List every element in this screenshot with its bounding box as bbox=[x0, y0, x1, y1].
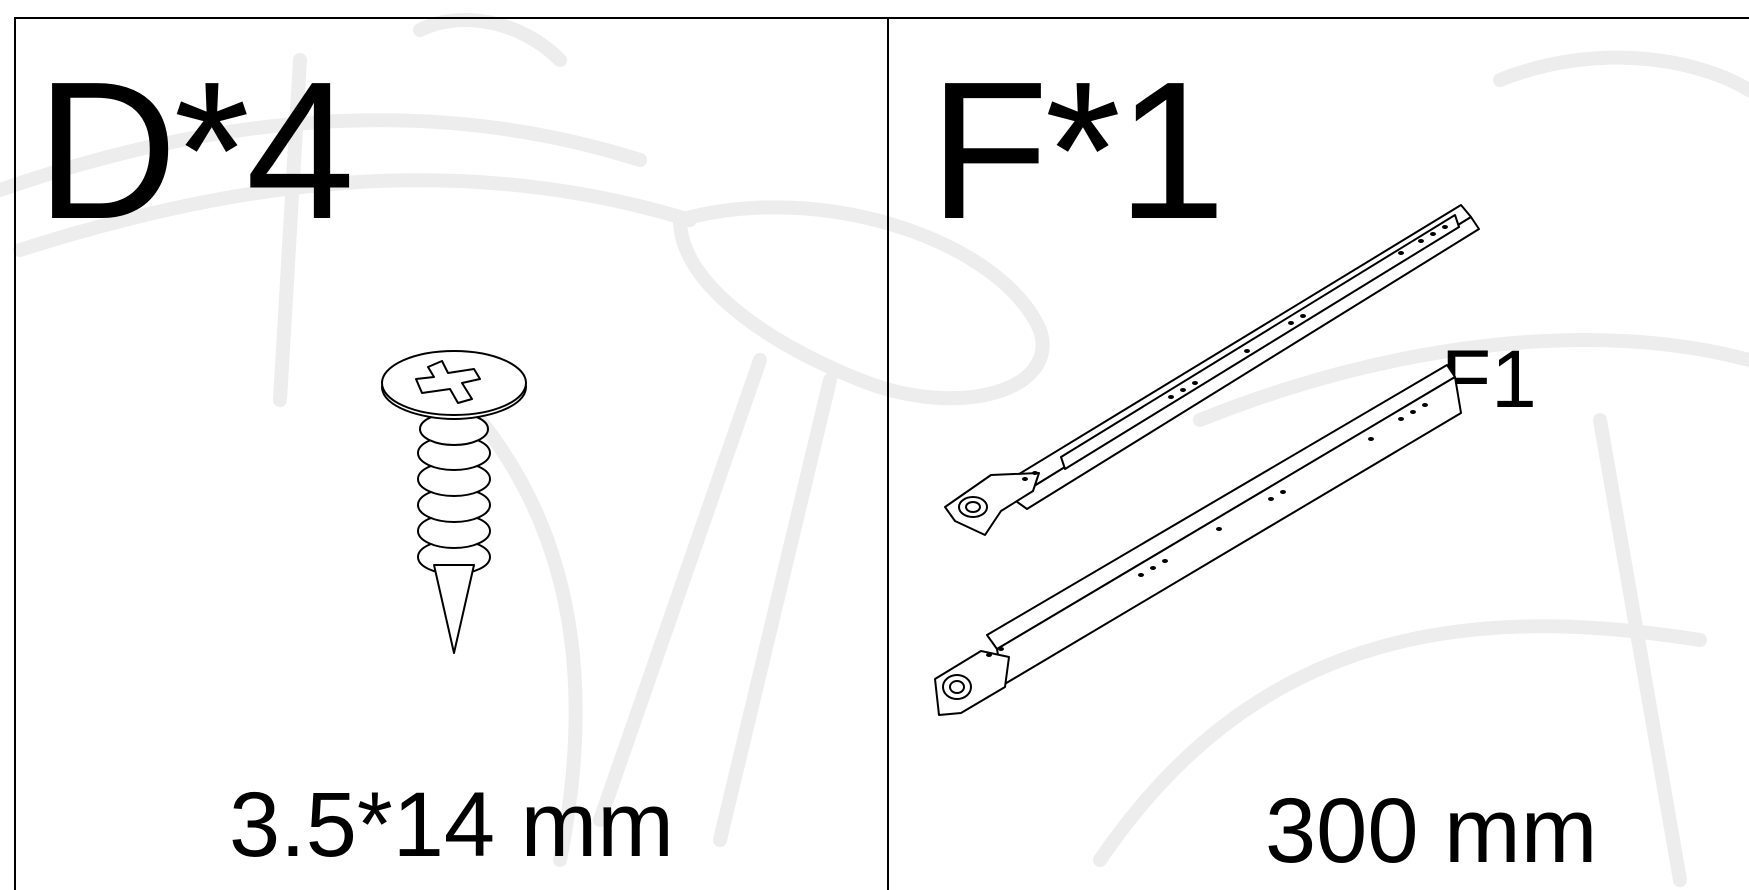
parts-table-frame bbox=[14, 17, 1749, 890]
screw-icon bbox=[381, 350, 527, 654]
part-f-dimension: 300 mm bbox=[1265, 780, 1598, 882]
part-f-label: F*1 bbox=[929, 41, 1226, 260]
part-d-dimension: 3.5*14 mm bbox=[229, 774, 674, 876]
panel-part-f: F*1 F1 bbox=[891, 17, 1749, 890]
panel-part-d: D*4 3.5*14 mm bbox=[16, 17, 889, 890]
part-d-label: D*4 bbox=[36, 41, 355, 260]
drawer-slide-icon bbox=[934, 204, 1480, 716]
